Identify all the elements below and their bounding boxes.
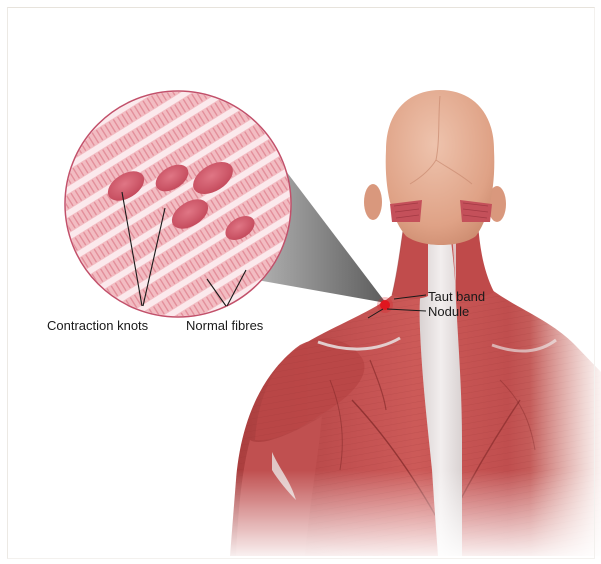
fibre-stria <box>0 146 1 156</box>
fibre-stria <box>0 194 1 204</box>
fibre-stria <box>0 27 3 37</box>
fibre-stria <box>0 99 1 109</box>
fibre-stria <box>92 0 98 1</box>
fibre-stria <box>277 0 283 4</box>
fibre-stria <box>128 0 134 2</box>
contraction-knots-label: Contraction knots <box>47 318 148 333</box>
fibre-stria <box>0 288 1 298</box>
fibre-stria <box>48 0 54 6</box>
fibre-stria <box>0 49 5 59</box>
fibre-stria <box>84 0 90 7</box>
taut-band-label: Taut band <box>428 289 485 304</box>
fibre-stria <box>0 144 5 154</box>
fibre-stria <box>0 263 3 273</box>
fibre-stria <box>0 169 3 179</box>
fibre-stria <box>0 52 1 62</box>
fibre-stria <box>236 0 242 6</box>
fibre-stria <box>0 191 5 201</box>
fibre-stria <box>0 216 3 226</box>
normal-fibres-label: Normal fibres <box>186 318 263 333</box>
fibre-stria <box>164 0 170 3</box>
fibre-stria <box>52 0 58 3</box>
fibre-stria <box>205 0 211 2</box>
fibre-stria <box>0 285 5 295</box>
fibre-stria <box>0 122 3 132</box>
fibre-stria <box>0 97 5 107</box>
fibre-stria <box>0 238 5 248</box>
fibre-stria <box>0 241 1 251</box>
fibre-stria <box>241 0 247 3</box>
fibre-stria <box>88 0 94 4</box>
fibre-stria <box>160 0 166 6</box>
fibre-stria <box>0 74 3 84</box>
nodule-label: Nodule <box>428 304 469 319</box>
fibre-stria <box>168 0 174 1</box>
fibre-stria <box>272 0 278 7</box>
fibre-stria <box>200 0 206 5</box>
image-border <box>7 7 595 559</box>
fibre-stria <box>124 0 130 5</box>
